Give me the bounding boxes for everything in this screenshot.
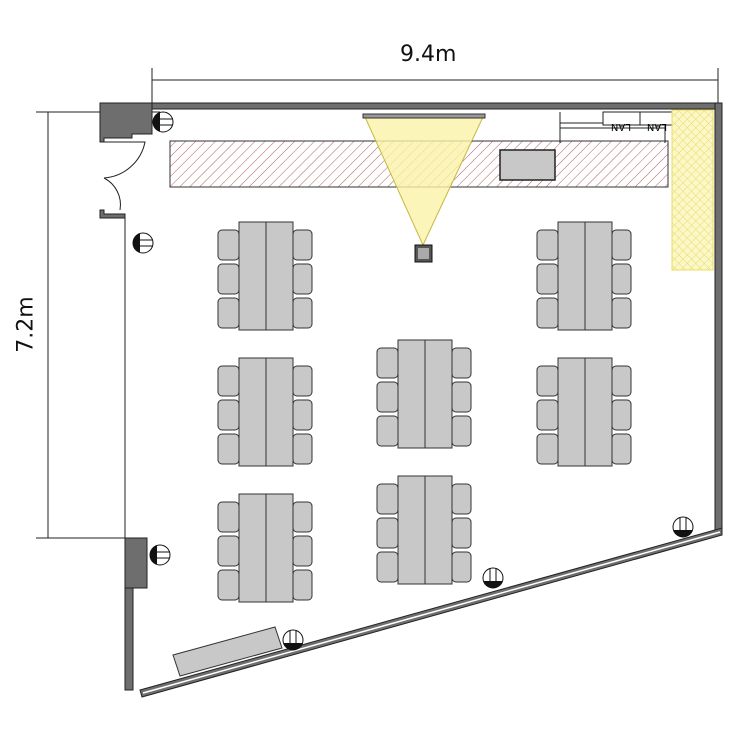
table — [557, 357, 586, 467]
chair — [376, 551, 399, 583]
chair — [217, 297, 240, 329]
window-line — [142, 531, 721, 694]
chair — [611, 263, 632, 295]
chair — [292, 501, 313, 533]
projector-lens — [418, 248, 429, 259]
power-outlet-icon — [152, 111, 174, 133]
chair — [217, 263, 240, 295]
table-group — [217, 357, 313, 467]
table — [397, 339, 426, 449]
chair — [611, 297, 632, 329]
chair — [292, 263, 313, 295]
chair — [536, 263, 559, 295]
chair — [217, 229, 240, 261]
chair — [376, 381, 399, 413]
power-outlet-icon — [132, 232, 154, 254]
chair — [611, 365, 632, 397]
chair — [217, 365, 240, 397]
table — [265, 493, 294, 603]
chair — [536, 229, 559, 261]
door-swing-2[interactable] — [103, 177, 121, 211]
table — [265, 221, 294, 331]
chair — [451, 415, 472, 447]
chair — [536, 365, 559, 397]
chair — [536, 399, 559, 431]
table — [238, 221, 267, 331]
table-group — [536, 221, 632, 331]
power-outlet-icon — [482, 567, 504, 589]
chair — [292, 433, 313, 465]
chair — [376, 483, 399, 515]
table — [424, 339, 453, 449]
lan-panel — [559, 111, 676, 143]
table — [584, 221, 613, 331]
table — [584, 357, 613, 467]
table-group — [376, 339, 472, 449]
monitor — [499, 149, 556, 181]
whiteboard — [172, 626, 283, 677]
door-swing — [103, 141, 146, 179]
chair — [376, 347, 399, 379]
chair — [292, 569, 313, 601]
chair — [451, 551, 472, 583]
table — [238, 357, 267, 467]
chair — [217, 569, 240, 601]
chair — [217, 433, 240, 465]
table — [265, 357, 294, 467]
chair — [451, 517, 472, 549]
chair — [292, 535, 313, 567]
table-group — [536, 357, 632, 467]
chair — [292, 297, 313, 329]
chair — [376, 517, 399, 549]
table-group — [217, 221, 313, 331]
table — [557, 221, 586, 331]
lan-label: LAN — [647, 121, 667, 132]
power-outlet-icon — [672, 516, 694, 538]
chair — [611, 433, 632, 465]
chair — [451, 483, 472, 515]
table-group — [376, 475, 472, 585]
chair — [376, 415, 399, 447]
screen-area — [671, 109, 714, 271]
dimension-lines — [36, 68, 719, 539]
width-dimension: 9.4m — [400, 42, 457, 67]
chair — [611, 229, 632, 261]
table-group — [217, 493, 313, 603]
chair — [292, 229, 313, 261]
table — [424, 475, 453, 585]
chair — [611, 399, 632, 431]
power-outlet-icon — [149, 544, 171, 566]
table — [238, 493, 267, 603]
table — [397, 475, 426, 585]
chair — [292, 365, 313, 397]
chair — [217, 501, 240, 533]
power-outlet-icon — [282, 629, 304, 651]
chair — [451, 347, 472, 379]
chair — [217, 399, 240, 431]
height-dimension: 7.2m — [13, 296, 39, 353]
chair — [536, 433, 559, 465]
chair — [292, 399, 313, 431]
chair — [217, 535, 240, 567]
projection-screen — [362, 113, 486, 119]
chair — [536, 297, 559, 329]
lan-label: LAN — [611, 121, 631, 132]
chair — [451, 381, 472, 413]
